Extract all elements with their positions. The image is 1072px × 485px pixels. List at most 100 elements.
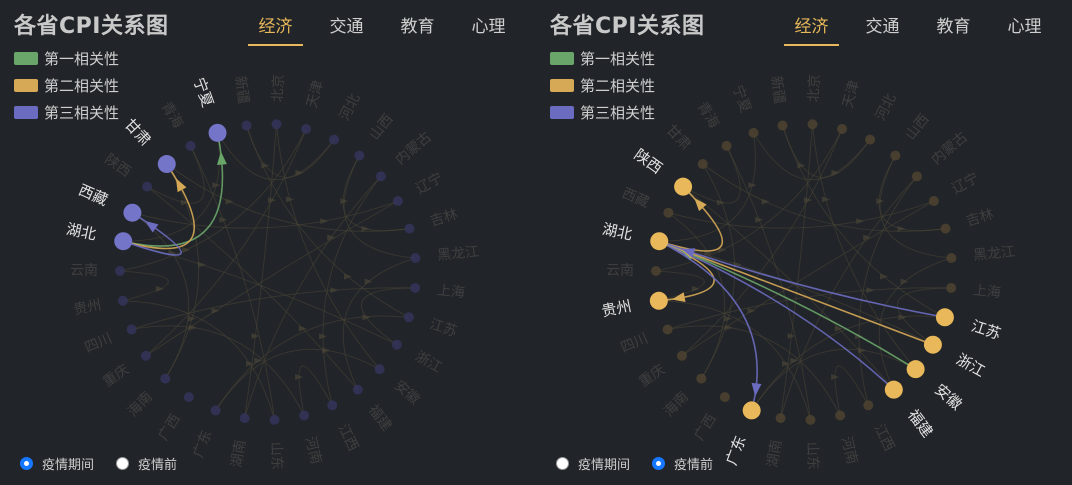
tab-education[interactable]: 教育 <box>400 17 435 37</box>
background-link <box>145 200 399 357</box>
province-node-6d59-6c5f[interactable] <box>923 335 942 354</box>
province-node-8d35-5dde[interactable] <box>117 295 128 306</box>
province-node-5409-6797[interactable] <box>404 223 415 234</box>
province-node-5b89-5fbd[interactable] <box>906 360 925 379</box>
province-node-6c5f-897f[interactable] <box>863 400 874 411</box>
province-node-6e56-5357[interactable] <box>775 413 786 424</box>
background-links <box>655 124 952 420</box>
province-node-91cd-5e86[interactable] <box>140 350 151 361</box>
province-node-8fbd-5b81[interactable] <box>392 196 403 207</box>
province-node-5e7f-897f[interactable] <box>719 392 730 403</box>
legend-item-second[interactable]: 第二相关性 <box>14 72 119 99</box>
province-node-5317-4eac[interactable] <box>807 119 818 130</box>
province-node-65b0-7586[interactable] <box>777 120 788 131</box>
province-label: 新疆 <box>767 75 787 105</box>
tab-psychology[interactable]: 心理 <box>471 17 506 37</box>
province-node-5e7f-4e1c[interactable] <box>210 405 221 416</box>
province-node-6e56-5317[interactable] <box>114 232 133 251</box>
province-node-6e56-5317[interactable] <box>650 232 669 251</box>
province-label: 海南 <box>661 389 692 420</box>
province-node-5c71-4e1c[interactable] <box>805 414 816 425</box>
province-node-6cb3-5357[interactable] <box>835 410 846 421</box>
radio-button-before[interactable] <box>116 457 130 470</box>
province-node-897f-85cf[interactable] <box>663 207 674 218</box>
province-node-56db-5ddd[interactable] <box>126 324 137 335</box>
province-node-6c5f-82cf[interactable] <box>935 308 954 327</box>
province-node-7518-8083[interactable] <box>697 159 708 170</box>
province-node-4e91-5357[interactable] <box>651 266 662 277</box>
province-node-6d77-5357[interactable] <box>160 373 171 384</box>
province-node-5929-6d25[interactable] <box>301 123 312 134</box>
province-node-4e91-5357[interactable] <box>115 266 126 277</box>
tab-economy[interactable]: 经济 <box>776 12 847 46</box>
legend-item-first[interactable]: 第一相关性 <box>14 45 119 72</box>
province-node-5185-8499-53e4[interactable] <box>911 171 922 182</box>
province-node-5c71-4e1c[interactable] <box>269 414 280 425</box>
province-node-6cb3-5317[interactable] <box>865 134 876 145</box>
province-node-6cb3-5357[interactable] <box>299 410 310 421</box>
province-node-4e0a-6d77[interactable] <box>946 282 957 293</box>
tab-economy[interactable]: 经济 <box>240 12 311 46</box>
radio-before-pandemic[interactable]: 疫情前 <box>652 454 713 473</box>
province-node-5c71-897f[interactable] <box>354 150 365 161</box>
background-link <box>811 124 917 370</box>
province-node-9655-897f[interactable] <box>674 177 693 196</box>
province-node-5317-4eac[interactable] <box>271 119 282 130</box>
radio-before-pandemic[interactable]: 疫情前 <box>116 454 177 473</box>
tab-transport[interactable]: 交通 <box>329 17 364 37</box>
province-label: 内蒙古 <box>393 129 435 168</box>
province-node-5185-8499-53e4[interactable] <box>375 171 386 182</box>
province-node-4e0a-6d77[interactable] <box>410 282 421 293</box>
correlation-link[interactable] <box>658 240 917 370</box>
tab-transport[interactable]: 交通 <box>865 17 900 37</box>
province-node-5409-6797[interactable] <box>940 223 951 234</box>
background-link <box>166 163 410 232</box>
province-node-7518-8083[interactable] <box>157 155 176 174</box>
province-node-798f-5efa[interactable] <box>884 380 903 399</box>
radio-button-before[interactable] <box>652 457 666 470</box>
province-node-9ed1-9f99-6c5f[interactable] <box>410 253 421 264</box>
province-node-5929-6d25[interactable] <box>837 123 848 134</box>
province-node-9655-897f[interactable] <box>142 181 153 192</box>
tab-education[interactable]: 教育 <box>936 17 971 37</box>
province-node-9752-6d77[interactable] <box>185 140 196 151</box>
province-node-6c5f-82cf[interactable] <box>403 312 414 323</box>
correlation-link[interactable] <box>658 240 946 319</box>
legend-item-first[interactable]: 第一相关性 <box>550 45 655 72</box>
province-node-8d35-5dde[interactable] <box>649 291 668 310</box>
legend-item-second[interactable]: 第二相关性 <box>550 72 655 99</box>
radio-during-pandemic[interactable]: 疫情期间 <box>20 454 94 473</box>
correlation-link[interactable] <box>123 132 224 247</box>
radio-button-during[interactable] <box>556 457 569 470</box>
province-node-9ed1-9f99-6c5f[interactable] <box>946 253 957 264</box>
background-link <box>246 125 335 178</box>
province-node-9752-6d77[interactable] <box>721 140 732 151</box>
province-node-5b89-5fbd[interactable] <box>374 364 385 375</box>
legend-item-third[interactable]: 第三相关性 <box>550 99 655 126</box>
province-node-91cd-5e86[interactable] <box>676 350 687 361</box>
correlation-link[interactable] <box>658 240 934 346</box>
province-node-65b0-7586[interactable] <box>241 120 252 131</box>
province-node-5e7f-897f[interactable] <box>183 392 194 403</box>
background-link <box>217 132 335 181</box>
province-node-897f-85cf[interactable] <box>123 203 142 222</box>
province-node-6e56-5357[interactable] <box>239 413 250 424</box>
tab-psychology[interactable]: 心理 <box>1007 17 1042 37</box>
radio-button-during[interactable] <box>20 457 33 470</box>
radio-during-pandemic[interactable]: 疫情期间 <box>556 454 630 473</box>
province-node-798f-5efa[interactable] <box>352 384 363 395</box>
province-node-5b81-590f[interactable] <box>208 123 227 142</box>
province-node-6d77-5357[interactable] <box>696 373 707 384</box>
province-node-56db-5ddd[interactable] <box>662 324 673 335</box>
province-node-8fbd-5b81[interactable] <box>928 196 939 207</box>
province-label: 甘肃 <box>121 115 155 149</box>
province-node-5b81-590f[interactable] <box>748 127 759 138</box>
correlation-link[interactable] <box>658 240 895 391</box>
province-node-5e7f-4e1c[interactable] <box>742 401 761 420</box>
province-node-5c71-897f[interactable] <box>890 150 901 161</box>
province-node-6d59-6c5f[interactable] <box>391 339 402 350</box>
background-arrow <box>188 315 197 322</box>
province-node-6c5f-897f[interactable] <box>327 400 338 411</box>
legend-item-third[interactable]: 第三相关性 <box>14 99 119 126</box>
province-node-6cb3-5317[interactable] <box>329 134 340 145</box>
